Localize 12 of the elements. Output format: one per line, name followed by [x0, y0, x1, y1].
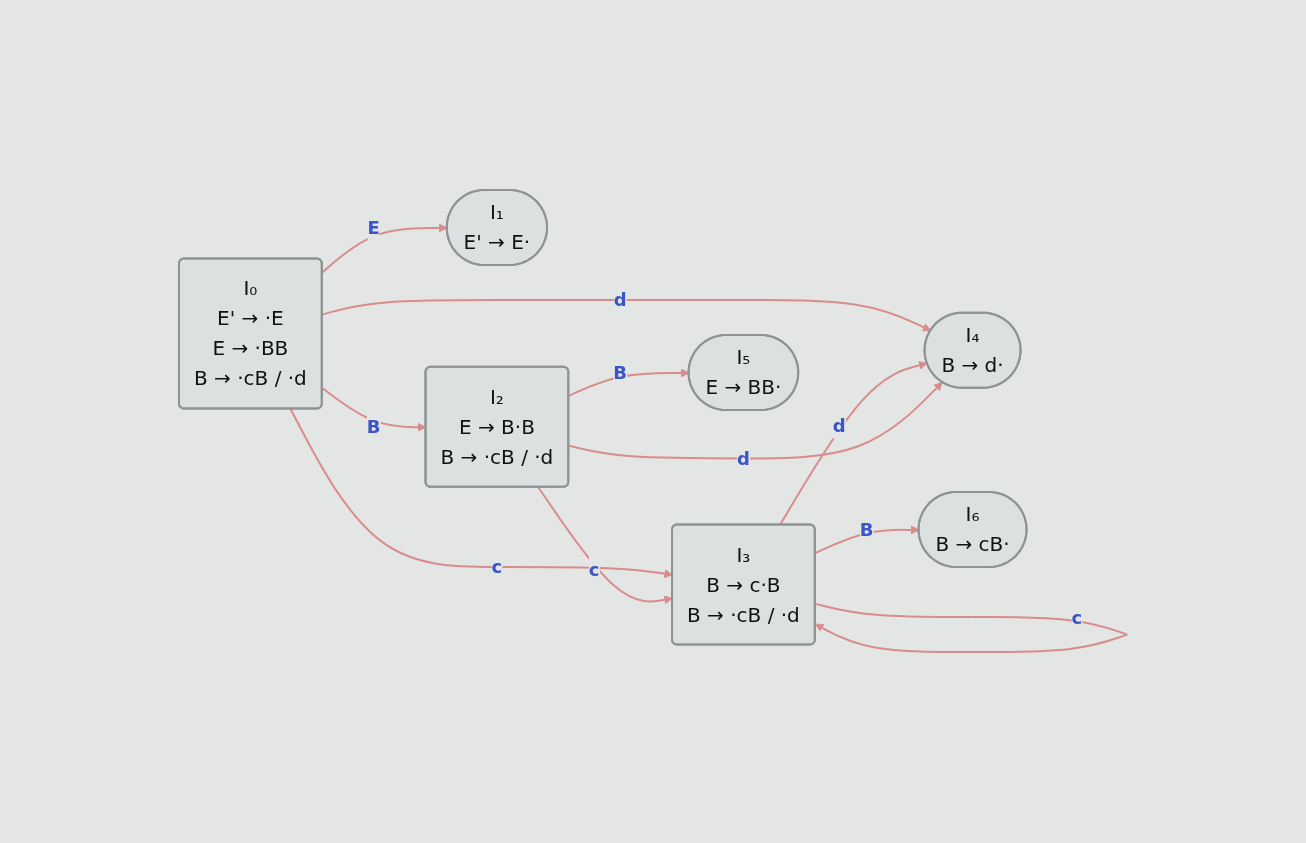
- edge-label: d: [736, 448, 750, 470]
- edge-label: E: [367, 217, 380, 239]
- edge-label: c: [588, 559, 600, 581]
- arrow: [814, 603, 1128, 654]
- edge-label: B: [859, 519, 874, 541]
- edge-label: B: [366, 416, 381, 438]
- arrow: [321, 299, 932, 332]
- edge-label: B: [613, 362, 627, 384]
- edge-label: c: [1071, 607, 1083, 628]
- edge-label: d: [832, 415, 846, 437]
- edge-label: c: [491, 556, 503, 578]
- edge-label: d: [613, 289, 627, 311]
